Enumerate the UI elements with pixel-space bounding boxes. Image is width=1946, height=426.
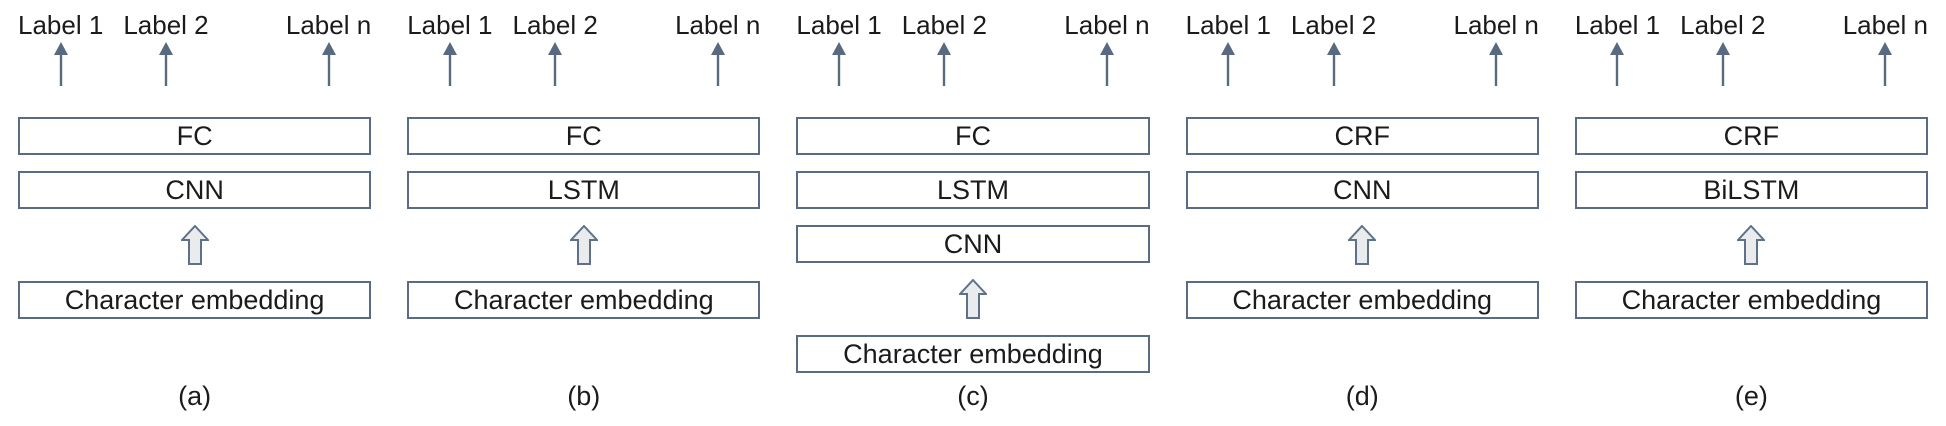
up-arrow-icon <box>158 42 173 86</box>
layer-box: FC <box>18 117 372 155</box>
layer-box: FC <box>796 117 1150 155</box>
output-label: Label n <box>285 10 372 40</box>
panel-caption: (b) <box>567 381 601 411</box>
up-arrow-icon <box>832 42 847 86</box>
output-label: Label 2 <box>1680 10 1766 40</box>
output-label-stack: Label n <box>286 10 371 86</box>
up-arrow-icon <box>710 42 725 86</box>
output-labels-row: Label 1 Label 2 Label n <box>407 10 760 86</box>
panel-b: Label 1 Label 2 Label n FC LSTM Character… <box>389 0 778 426</box>
input-box: Character embedding <box>18 281 372 319</box>
up-arrow-icon <box>1099 42 1114 86</box>
layer-box: CNN <box>18 171 372 209</box>
up-arrow-icon <box>548 42 563 86</box>
block-up-arrow-icon <box>1348 225 1377 265</box>
block-up-arrow-icon <box>569 225 598 265</box>
layer-stack: FC LSTM Character embedding <box>407 117 761 319</box>
output-label-stack: Label n <box>675 10 760 86</box>
layer-box: CNN <box>1185 171 1539 209</box>
panel-e: Label 1 Label 2 Label n CRF BiLSTM Charac… <box>1557 0 1946 426</box>
up-arrow-icon <box>442 42 457 86</box>
output-label-stack: Label 2 <box>1291 10 1376 86</box>
layer-box: CRF <box>1185 117 1539 155</box>
layer-box: LSTM <box>796 171 1150 209</box>
output-label-stack: Label 1 <box>796 10 882 86</box>
output-label-stack: Label 2 <box>1680 10 1765 86</box>
input-box: Character embedding <box>1185 281 1539 319</box>
layer-box: BiLSTM <box>1574 171 1929 209</box>
up-arrow-icon <box>1326 42 1341 86</box>
block-up-arrow-icon <box>1737 225 1766 265</box>
input-box: Character embedding <box>1574 281 1929 319</box>
output-label: Label 1 <box>18 10 104 40</box>
panel-caption: (d) <box>1345 381 1379 411</box>
output-label-stack: Label n <box>1064 10 1150 86</box>
output-label: Label 2 <box>512 10 598 40</box>
up-arrow-icon <box>1610 42 1625 86</box>
output-label-stack: Label 1 <box>407 10 493 86</box>
layer-box: FC <box>407 117 761 155</box>
up-arrow-icon <box>937 42 952 86</box>
output-label: Label 1 <box>796 10 882 40</box>
output-label: Label 1 <box>1574 10 1661 40</box>
layer-stack: FC LSTM CNN Character embedding <box>796 117 1150 373</box>
input-box: Character embedding <box>407 281 761 319</box>
up-arrow-icon <box>321 42 336 86</box>
panel-caption: (a) <box>178 381 212 411</box>
up-arrow-icon <box>53 42 68 86</box>
panel-caption: (c) <box>957 381 989 411</box>
output-label: Label 2 <box>123 10 209 40</box>
output-label: Label 1 <box>407 10 493 40</box>
output-labels-row: Label 1 Label 2 Label n <box>1575 10 1928 86</box>
layer-stack: CRF BiLSTM Character embedding <box>1574 117 1929 319</box>
output-labels-row: Label 1 Label 2 Label n <box>1186 10 1539 86</box>
output-label-stack: Label n <box>1454 10 1539 86</box>
block-up-arrow-icon <box>180 225 209 265</box>
layer-box: CRF <box>1574 117 1929 155</box>
output-label: Label 2 <box>901 10 988 40</box>
output-label: Label n <box>675 10 761 40</box>
panel-c: Label 1 Label 2 Label n FC LSTM CNN Charac… <box>778 0 1167 426</box>
layer-stack: FC CNN Character embedding <box>18 117 372 319</box>
input-box: Character embedding <box>796 335 1150 373</box>
output-label-stack: Label 2 <box>123 10 209 86</box>
output-label: Label 2 <box>1290 10 1377 40</box>
panel-a: Label 1 Label 2 Label n FC CNN Character … <box>0 0 389 426</box>
output-label-stack: Label 2 <box>902 10 987 86</box>
layer-stack: CRF CNN Character embedding <box>1185 117 1539 319</box>
output-label: Label n <box>1842 10 1929 40</box>
output-label: Label n <box>1453 10 1539 40</box>
layer-box: CNN <box>796 225 1150 263</box>
up-arrow-icon <box>1489 42 1504 86</box>
output-label-stack: Label 2 <box>513 10 598 86</box>
output-label-stack: Label 1 <box>18 10 103 86</box>
output-label: Label 1 <box>1185 10 1271 40</box>
output-labels-row: Label 1 Label 2 Label n <box>796 10 1150 86</box>
panel-d: Label 1 Label 2 Label n CRF CNN Character… <box>1168 0 1557 426</box>
output-label-stack: Label n <box>1843 10 1928 86</box>
output-labels-row: Label 1 Label 2 Label n <box>18 10 371 86</box>
panel-caption: (e) <box>1734 381 1768 411</box>
up-arrow-icon <box>1221 42 1236 86</box>
output-label-stack: Label 1 <box>1575 10 1660 86</box>
layer-box: LSTM <box>407 171 761 209</box>
up-arrow-icon <box>1878 42 1893 86</box>
output-label: Label n <box>1064 10 1150 40</box>
block-up-arrow-icon <box>959 279 987 319</box>
output-label-stack: Label 1 <box>1186 10 1271 86</box>
up-arrow-icon <box>1715 42 1730 86</box>
